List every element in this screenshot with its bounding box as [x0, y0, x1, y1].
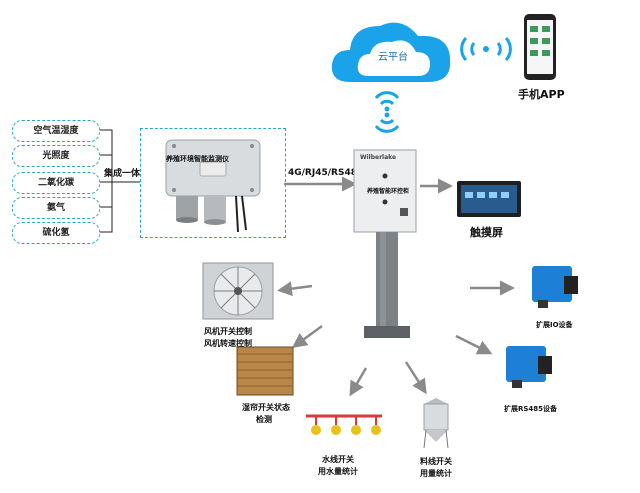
monitor-title: 养殖环境智能监测仪 — [166, 155, 229, 163]
cloud-label: 云平台 — [378, 52, 408, 63]
rs485-extension-label: 扩展RS485设备 — [504, 405, 558, 413]
arrow-rs485 — [455, 334, 493, 355]
wifi-icon — [374, 91, 400, 133]
touchscreen-label: 触摸屏 — [470, 226, 503, 239]
monitor-device — [165, 139, 261, 233]
wet-curtain-device — [236, 346, 294, 396]
fan-label-1: 风机开关控制 — [204, 327, 252, 336]
water-line-device — [306, 414, 382, 435]
sensor-co2: 二氧化碳 — [12, 172, 100, 194]
sensor-ammonia: 氨气 — [12, 197, 100, 219]
sensor-air-temp-humidity: 空气温湿度 — [12, 120, 100, 142]
sensor-bracket — [98, 129, 140, 233]
curtain-label-2: 检测 — [256, 415, 272, 424]
io-extension-label: 扩展IO设备 — [536, 321, 573, 329]
link-protocol-label: 4G/RJ45/RS485 — [288, 168, 364, 178]
curtain-label-1: 湿帘开关状态 — [242, 403, 290, 412]
phone-app-label: 手机APP — [518, 88, 565, 101]
sensor-illuminance: 光照度 — [12, 145, 100, 167]
controller-brand: Wilberlake — [360, 154, 397, 161]
controller-title: 养殖智能环控柜 — [367, 188, 410, 195]
arrow-water — [349, 367, 368, 397]
cloud-icon — [331, 22, 451, 83]
feed-silo-device — [423, 398, 449, 449]
io-extension-device — [532, 266, 578, 308]
monitor-frame — [140, 128, 286, 238]
rs485-extension-device — [506, 346, 552, 388]
arrow-feed — [404, 361, 427, 395]
phone-icon — [524, 14, 556, 80]
feed-label-1: 料线开关 — [420, 457, 452, 466]
water-label-1: 水线开关 — [322, 455, 354, 464]
water-label-2: 用水量统计 — [318, 467, 358, 476]
integrated-label: 集成一体 — [104, 169, 141, 179]
feed-label-2: 用量统计 — [420, 469, 452, 478]
controller-cabinet — [353, 149, 417, 338]
arrow-curtain — [291, 324, 323, 348]
sensor-h2s: 硫化氢 — [12, 222, 100, 244]
fan-label-2: 风机转速控制 — [204, 339, 252, 348]
fan-device — [202, 262, 274, 320]
signal-icon — [460, 36, 512, 62]
arrow-fan — [277, 281, 313, 297]
touchscreen-device — [457, 181, 521, 217]
